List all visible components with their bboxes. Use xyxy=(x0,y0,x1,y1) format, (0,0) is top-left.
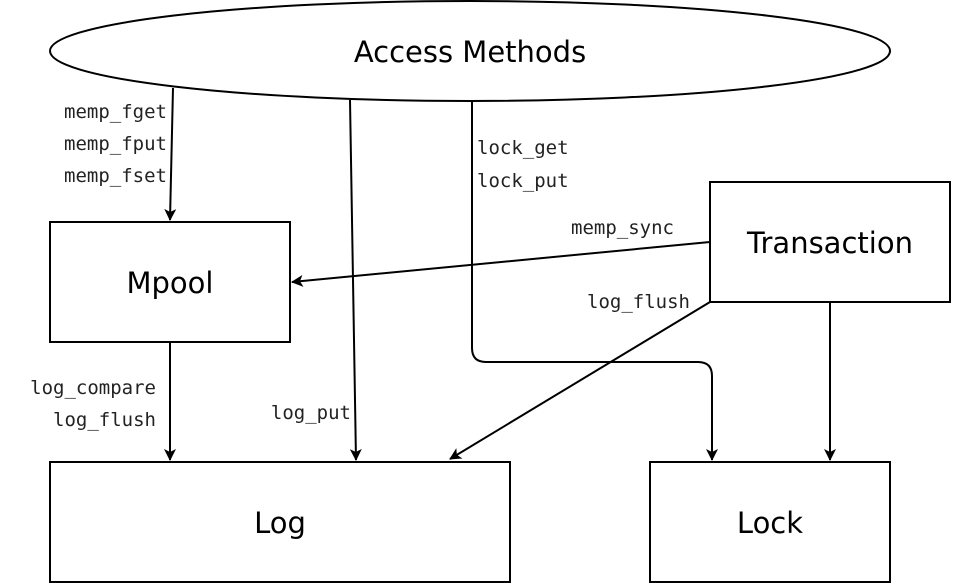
node-log: Log xyxy=(49,461,511,583)
lock-label: Lock xyxy=(737,506,803,540)
transaction-label: Transaction xyxy=(746,226,913,260)
label-memp-sync: memp_sync xyxy=(571,217,674,239)
label-memp-fset: memp_fset xyxy=(64,165,167,187)
mpool-label: Mpool xyxy=(127,266,214,300)
label-lock-put: lock_put xyxy=(477,170,569,192)
access-methods-label: Access Methods xyxy=(354,35,586,69)
node-access-methods: Access Methods xyxy=(49,0,891,102)
edge-access-to-mpool xyxy=(164,87,177,221)
label-log-put: log_put xyxy=(271,402,351,424)
transaction-box xyxy=(709,181,951,303)
edge-access-to-log xyxy=(349,99,362,461)
log-label: Log xyxy=(254,506,306,540)
label-memp-fget: memp_fget xyxy=(64,101,167,123)
node-mpool: Mpool xyxy=(49,221,291,343)
edge-transaction-to-log xyxy=(449,301,711,460)
edge-access-to-lock xyxy=(471,102,718,461)
label-log-flush-transaction: log_flush xyxy=(587,291,690,313)
label-memp-fput: memp_fput xyxy=(64,133,167,155)
mpool-box xyxy=(49,221,291,343)
label-lock-get: lock_get xyxy=(477,137,569,159)
node-lock: Lock xyxy=(649,461,891,583)
lock-box xyxy=(649,461,891,583)
access-methods-ellipse xyxy=(49,0,891,102)
log-box xyxy=(49,461,511,583)
edge-transaction-to-mpool xyxy=(291,241,711,287)
label-log-flush-mpool: log_flush xyxy=(53,409,156,431)
label-log-compare: log_compare xyxy=(30,377,156,399)
node-transaction: Transaction xyxy=(709,181,951,303)
